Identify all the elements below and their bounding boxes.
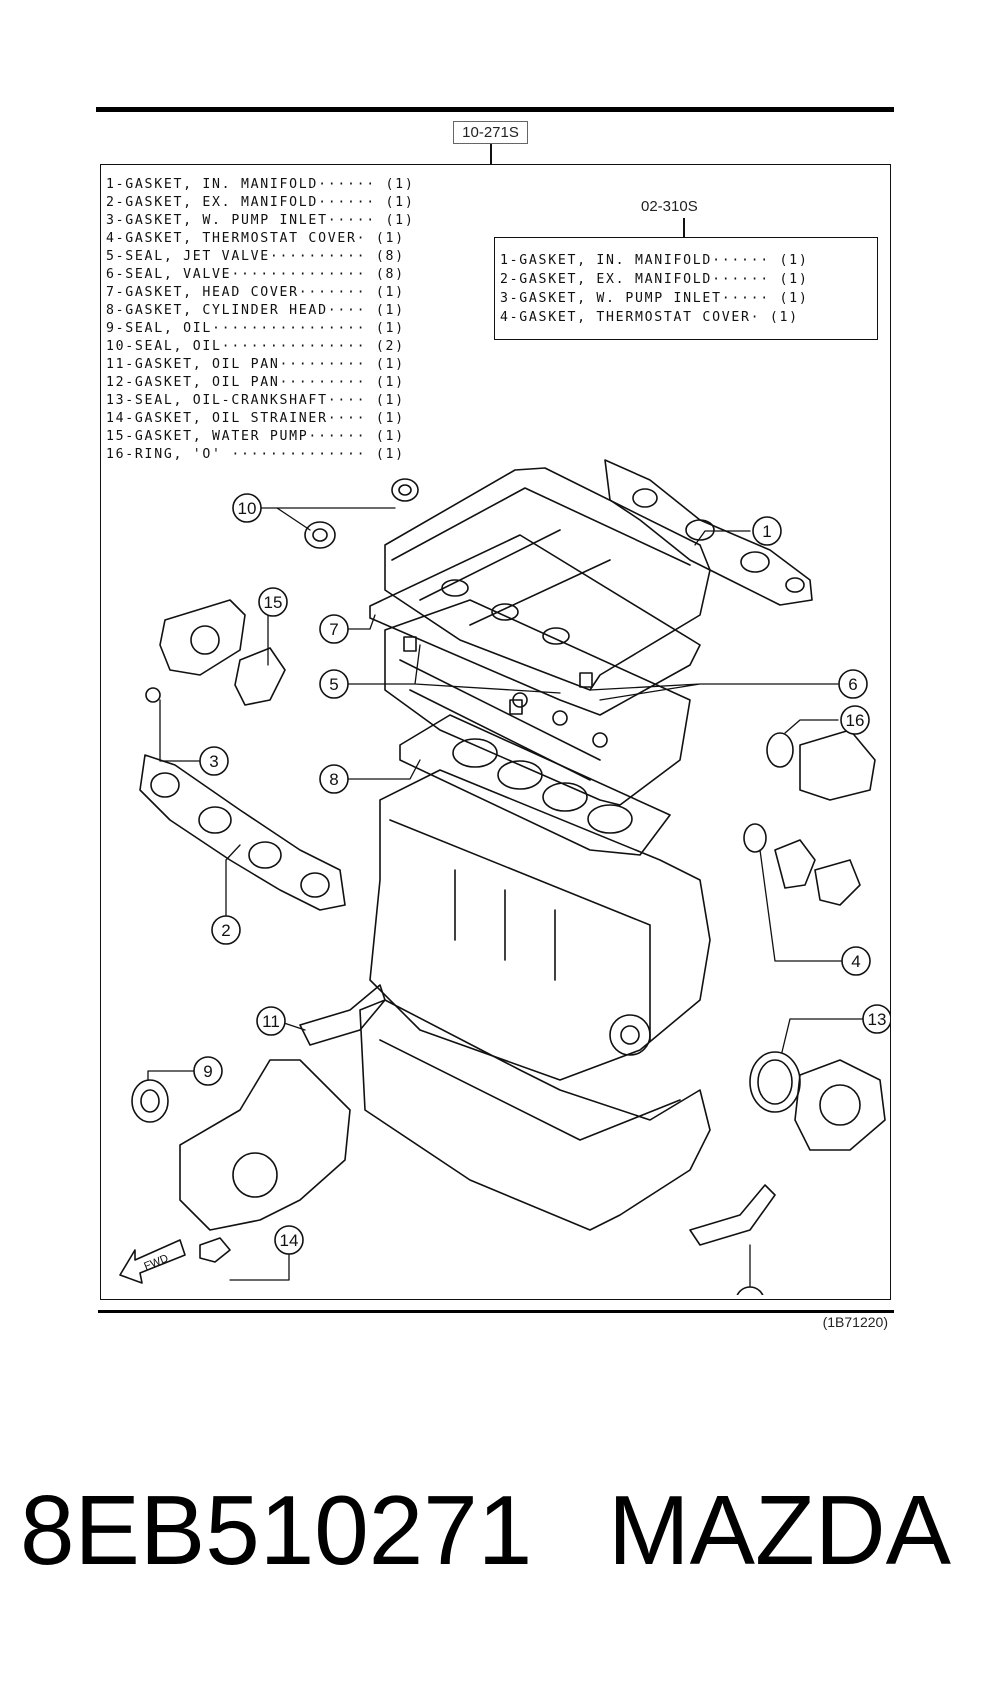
svg-text:1: 1	[762, 522, 771, 541]
parts-list-item: 3-GASKET, W. PUMP INLET····· (1)	[106, 213, 415, 228]
bottom-rule	[98, 1310, 894, 1313]
oil-pump-cover-drawing	[179, 1059, 351, 1231]
parts-list-item: 8-GASKET, CYLINDER HEAD···· (1)	[106, 303, 405, 318]
crankshaft-oil-seal-drawing	[749, 1051, 801, 1113]
svg-text:12: 12	[741, 1292, 760, 1295]
callout-10: 10	[232, 493, 262, 523]
subkit-code-label: 02-310S	[641, 198, 698, 215]
valve-seals-drawing	[403, 636, 593, 715]
oil-seals-10-drawing	[304, 478, 419, 549]
oil-strainer-gasket-drawing	[199, 1237, 231, 1263]
svg-text:4: 4	[851, 952, 860, 971]
subkit-list-item: 4-GASKET, THERMOSTAT COVER· (1)	[500, 310, 799, 325]
part-number: 8EB510271	[20, 1475, 533, 1585]
parts-list-item: 15-GASKET, WATER PUMP······ (1)	[106, 429, 405, 444]
parts-list-item: 12-GASKET, OIL PAN········· (1)	[106, 375, 405, 390]
parts-list-item: 2-GASKET, EX. MANIFOLD······ (1)	[106, 195, 415, 210]
front-oil-seal-drawing	[131, 1079, 169, 1123]
parts-list-item: 1-GASKET, IN. MANIFOLD······ (1)	[106, 177, 415, 192]
subkit-list-item: 2-GASKET, EX. MANIFOLD······ (1)	[500, 272, 809, 287]
parts-list-item: 4-GASKET, THERMOSTAT COVER· (1)	[106, 231, 405, 246]
parts-list-item: 5-SEAL, JET VALVE·········· (8)	[106, 249, 405, 264]
oil-pan-drawing	[359, 999, 711, 1231]
diagram-frame	[100, 164, 891, 1300]
parts-list-item: 10-SEAL, OIL··············· (2)	[106, 339, 405, 354]
water-pump-drawing	[159, 599, 246, 676]
callout-11: 11	[256, 1006, 286, 1036]
subkit-list-item: 1-GASKET, IN. MANIFOLD······ (1)	[500, 253, 809, 268]
exhaust-manifold-gasket-drawing	[139, 754, 346, 911]
callout-8: 8	[319, 764, 349, 794]
callout-4: 4	[841, 946, 871, 976]
distributor-drawing	[799, 729, 876, 801]
svg-text:3: 3	[209, 752, 218, 771]
subkit-parts-list: 1-GASKET, IN. MANIFOLD······ (1) 2-GASKE…	[500, 251, 808, 327]
callout-5: 5	[319, 669, 349, 699]
svg-text:13: 13	[868, 1010, 887, 1029]
parts-list-item: 14-GASKET, OIL STRAINER···· (1)	[106, 411, 405, 426]
intake-manifold-gasket-drawing	[604, 459, 813, 606]
thermostat-cover-drawing	[774, 839, 861, 906]
callout-2: 2	[211, 915, 241, 945]
svg-text:10: 10	[238, 499, 257, 518]
engine-exploded-illustration: FWD 1 2 3 4 5 6 7 8 9 10 11 12 13 14 15 …	[119, 459, 890, 1295]
kit-code-leader	[490, 144, 492, 164]
water-pump-gasket-drawing	[234, 647, 286, 706]
svg-text:11: 11	[262, 1012, 280, 1031]
oil-pan-gasket-11-drawing	[299, 984, 386, 1046]
fwd-arrow-icon	[119, 1239, 186, 1284]
brand-name: MAZDA	[608, 1475, 951, 1585]
engine-block-drawing	[369, 769, 711, 1081]
callout-1: 1	[752, 516, 782, 546]
parts-list-item: 13-SEAL, OIL-CRANKSHAFT···· (1)	[106, 393, 405, 408]
subkit-box	[494, 237, 878, 340]
callout-7: 7	[319, 614, 349, 644]
callout-14: 14	[274, 1225, 304, 1255]
top-rule	[96, 107, 894, 112]
callout-15: 15	[258, 587, 288, 617]
callout-12: 12	[736, 1286, 764, 1295]
head-cover-drawing	[384, 467, 711, 691]
svg-text:2: 2	[221, 921, 230, 940]
water-pump-inlet-gasket-drawing	[145, 687, 161, 703]
svg-text:8: 8	[329, 770, 338, 789]
parts-list-item: 11-GASKET, OIL PAN········· (1)	[106, 357, 405, 372]
parts-list-item: 7-GASKET, HEAD COVER······· (1)	[106, 285, 405, 300]
callout-16: 16	[840, 705, 870, 735]
svg-text:15: 15	[264, 593, 283, 612]
svg-text:7: 7	[329, 620, 338, 639]
parts-list-item: 16-RING, 'O' ·············· (1)	[106, 447, 405, 462]
head-gasket-drawing	[399, 714, 671, 856]
illustration-ref-code: (1B71220)	[822, 1314, 888, 1330]
callout-6: 6	[838, 669, 868, 699]
rear-seal-housing-drawing	[794, 1059, 886, 1151]
svg-text:6: 6	[848, 675, 857, 694]
svg-text:5: 5	[329, 675, 338, 694]
oil-pan-gasket-12-drawing	[689, 1184, 776, 1246]
svg-text:9: 9	[203, 1062, 212, 1081]
subkit-code-leader	[683, 218, 685, 237]
parts-list-item: 6-SEAL, VALVE·············· (8)	[106, 267, 405, 282]
svg-text:16: 16	[846, 711, 865, 730]
callout-9: 9	[193, 1056, 223, 1086]
callout-13: 13	[862, 1004, 890, 1034]
thermostat-cover-gasket-drawing	[743, 823, 767, 853]
callout-leaders	[147, 507, 865, 1295]
callout-3: 3	[199, 746, 229, 776]
parts-list-item: 9-SEAL, OIL················ (1)	[106, 321, 405, 336]
parts-list: 1-GASKET, IN. MANIFOLD······ (1) 2-GASKE…	[106, 176, 414, 464]
svg-text:14: 14	[280, 1231, 299, 1250]
subkit-list-item: 3-GASKET, W. PUMP INLET····· (1)	[500, 291, 809, 306]
kit-code-label: 10-271S	[453, 121, 528, 144]
head-cover-gasket-drawing	[369, 534, 701, 716]
o-ring-drawing	[766, 732, 794, 768]
